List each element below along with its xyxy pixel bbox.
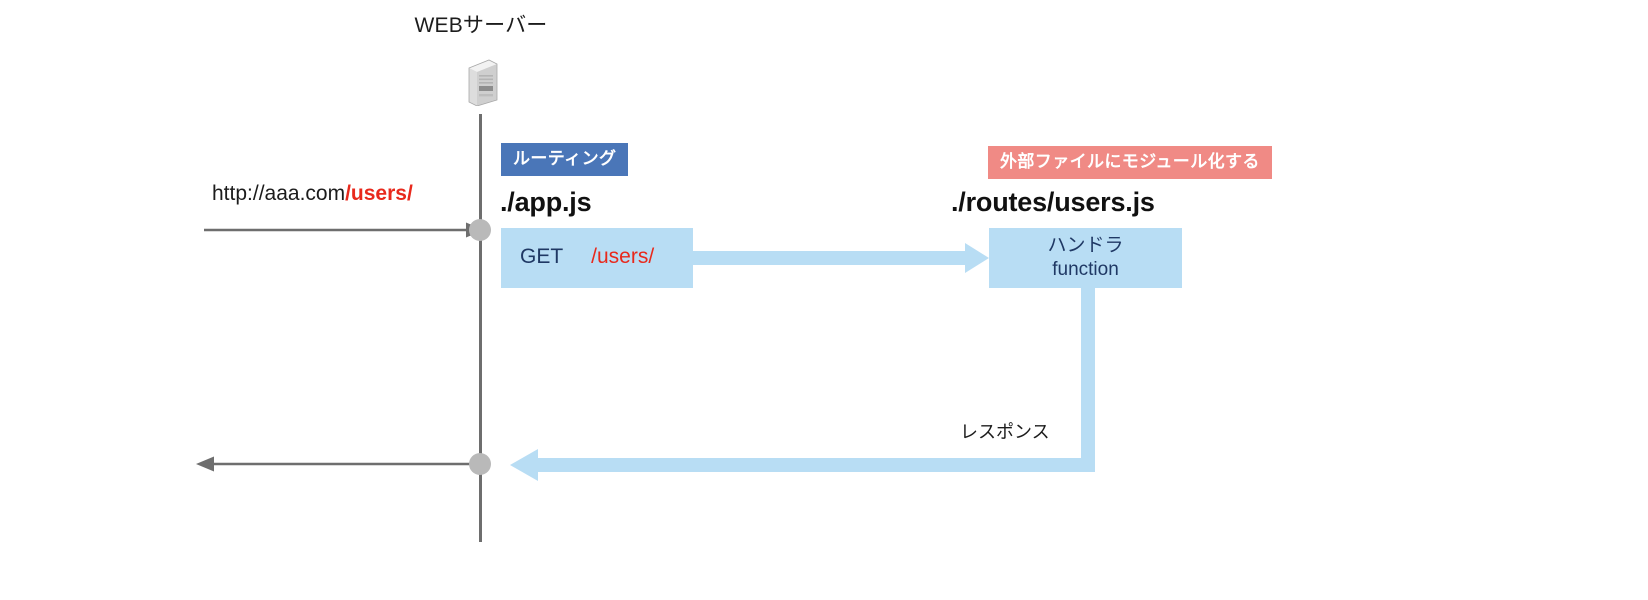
routes-users-js-title: ./routes/users.js — [951, 187, 1155, 217]
route-definition-line: GET/users/ — [520, 243, 654, 271]
response-node — [469, 453, 491, 475]
blue-arrow-left-icon — [500, 286, 1100, 486]
request-url-path: /users/ — [345, 182, 413, 205]
app-js-title: ./app.js — [500, 187, 592, 217]
handler-box: ハンドラ function — [989, 228, 1182, 288]
response-label: レスポンス — [960, 422, 1050, 442]
arrow-right-icon — [204, 222, 484, 238]
request-url: http://aaa.com/users/ — [212, 180, 413, 208]
request-node — [469, 219, 491, 241]
blue-arrow-right-icon — [693, 240, 989, 276]
server-tower-icon — [463, 54, 503, 107]
http-verb: GET — [520, 245, 564, 268]
routing-badge: ルーティング — [501, 143, 629, 176]
server-label: WEBサーバー — [414, 14, 548, 37]
server-lifeline — [479, 114, 482, 542]
route-definition-box: GET/users/ — [501, 228, 693, 288]
route-path: /users/ — [591, 245, 655, 268]
request-url-host: http://aaa.com — [212, 182, 346, 205]
handler-line-2: function — [1052, 259, 1119, 280]
arrow-left-icon — [196, 456, 486, 472]
modularize-badge: 外部ファイルにモジュール化する — [988, 146, 1272, 179]
handler-line-1: ハンドラ — [1047, 235, 1124, 256]
